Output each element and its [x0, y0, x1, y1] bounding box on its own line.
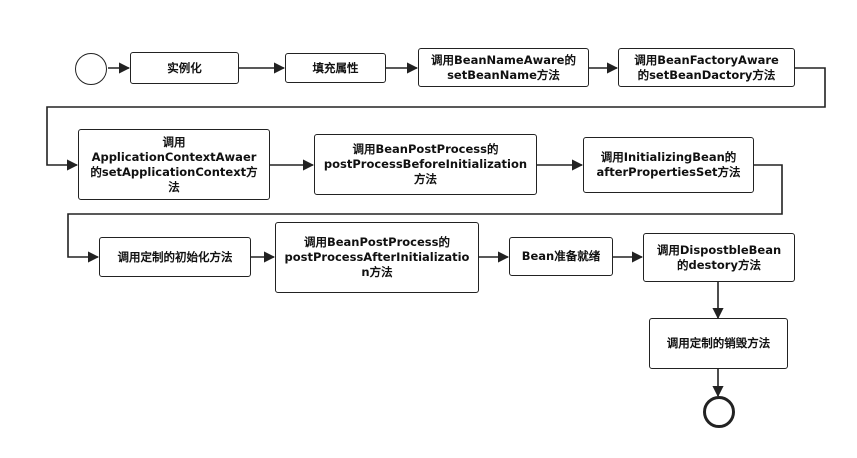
node-instantiate: 实例化 [130, 52, 239, 84]
edge-initializingbean-to-custominit [67, 164, 783, 263]
end-node [703, 396, 735, 428]
node-post-process-after-init: 调用BeanPostProcess的 postProcessAfterIniti… [275, 222, 479, 293]
node-bean-name-aware: 调用BeanNameAware的 setBeanName方法 [418, 48, 589, 87]
node-initializing-bean: 调用InitializingBean的 afterPropertiesSet方法 [583, 137, 754, 193]
node-post-process-before-init: 调用BeanPostProcess的 postProcessBeforeInit… [314, 134, 537, 195]
edge-beanfactoryaware-to-appcontext [46, 67, 826, 171]
node-bean-ready: Bean准备就绪 [509, 237, 613, 276]
node-custom-destroy: 调用定制的销毁方法 [649, 318, 788, 369]
node-custom-init: 调用定制的初始化方法 [99, 237, 251, 277]
node-disposable-bean: 调用DispostbleBean 的destory方法 [643, 233, 795, 282]
start-node [75, 53, 107, 85]
node-populate-properties: 填充属性 [285, 53, 386, 83]
node-bean-factory-aware: 调用BeanFactoryAware 的setBeanDactory方法 [618, 48, 795, 87]
node-application-context-awaer: 调用 ApplicationContextAwaer 的setApplicati… [78, 129, 270, 200]
